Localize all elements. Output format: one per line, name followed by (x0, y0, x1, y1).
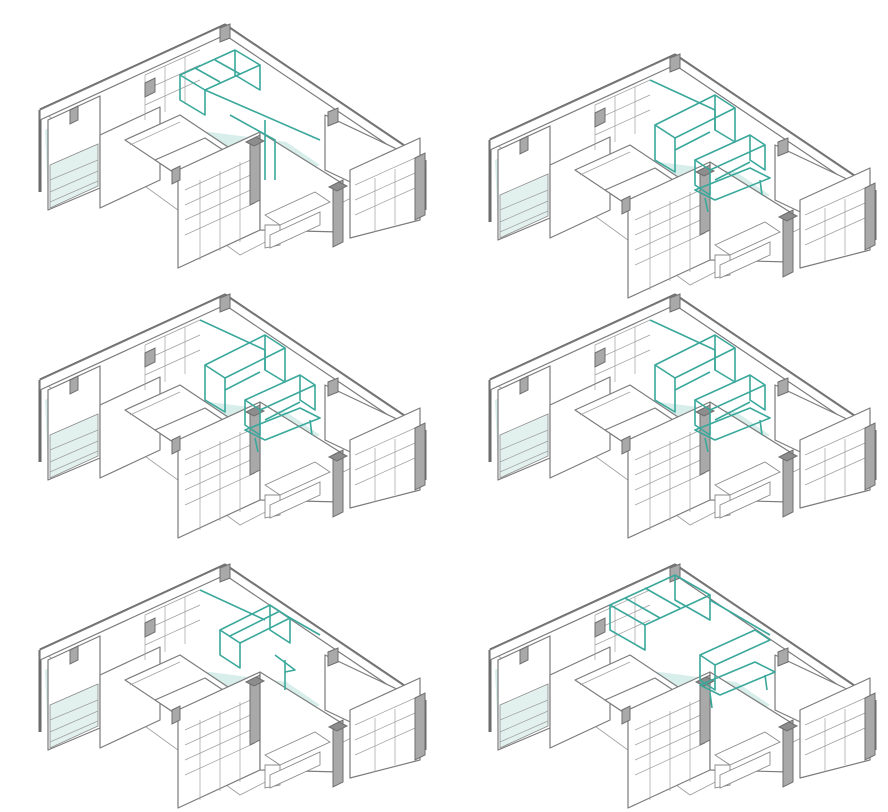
isometric-apartment-plan (38, 563, 427, 809)
isometric-plan-panel-4 (470, 290, 888, 540)
modular-teal-structure (179, 49, 321, 180)
modular-teal-structure (649, 319, 771, 453)
isometric-plan-panel-3 (20, 290, 440, 540)
isometric-plan-panel-2 (470, 50, 888, 300)
isometric-plan-panel-1 (20, 20, 440, 270)
isometric-apartment-plan (488, 53, 877, 299)
modular-teal-structure (609, 574, 776, 709)
isometric-apartment-plan (38, 23, 427, 269)
isometric-plan-panel-5 (20, 560, 440, 810)
isometric-apartment-plan (488, 563, 877, 809)
isometric-plan-panel-6 (470, 560, 888, 810)
modular-teal-structure (199, 319, 321, 453)
structural-pillars (69, 563, 426, 788)
isometric-apartment-plan (38, 293, 427, 539)
modular-teal-structure (199, 589, 321, 690)
modular-teal-structure (649, 79, 771, 213)
isometric-apartment-plan (488, 293, 877, 539)
structural-pillars (519, 563, 876, 788)
structural-pillars (69, 23, 426, 248)
